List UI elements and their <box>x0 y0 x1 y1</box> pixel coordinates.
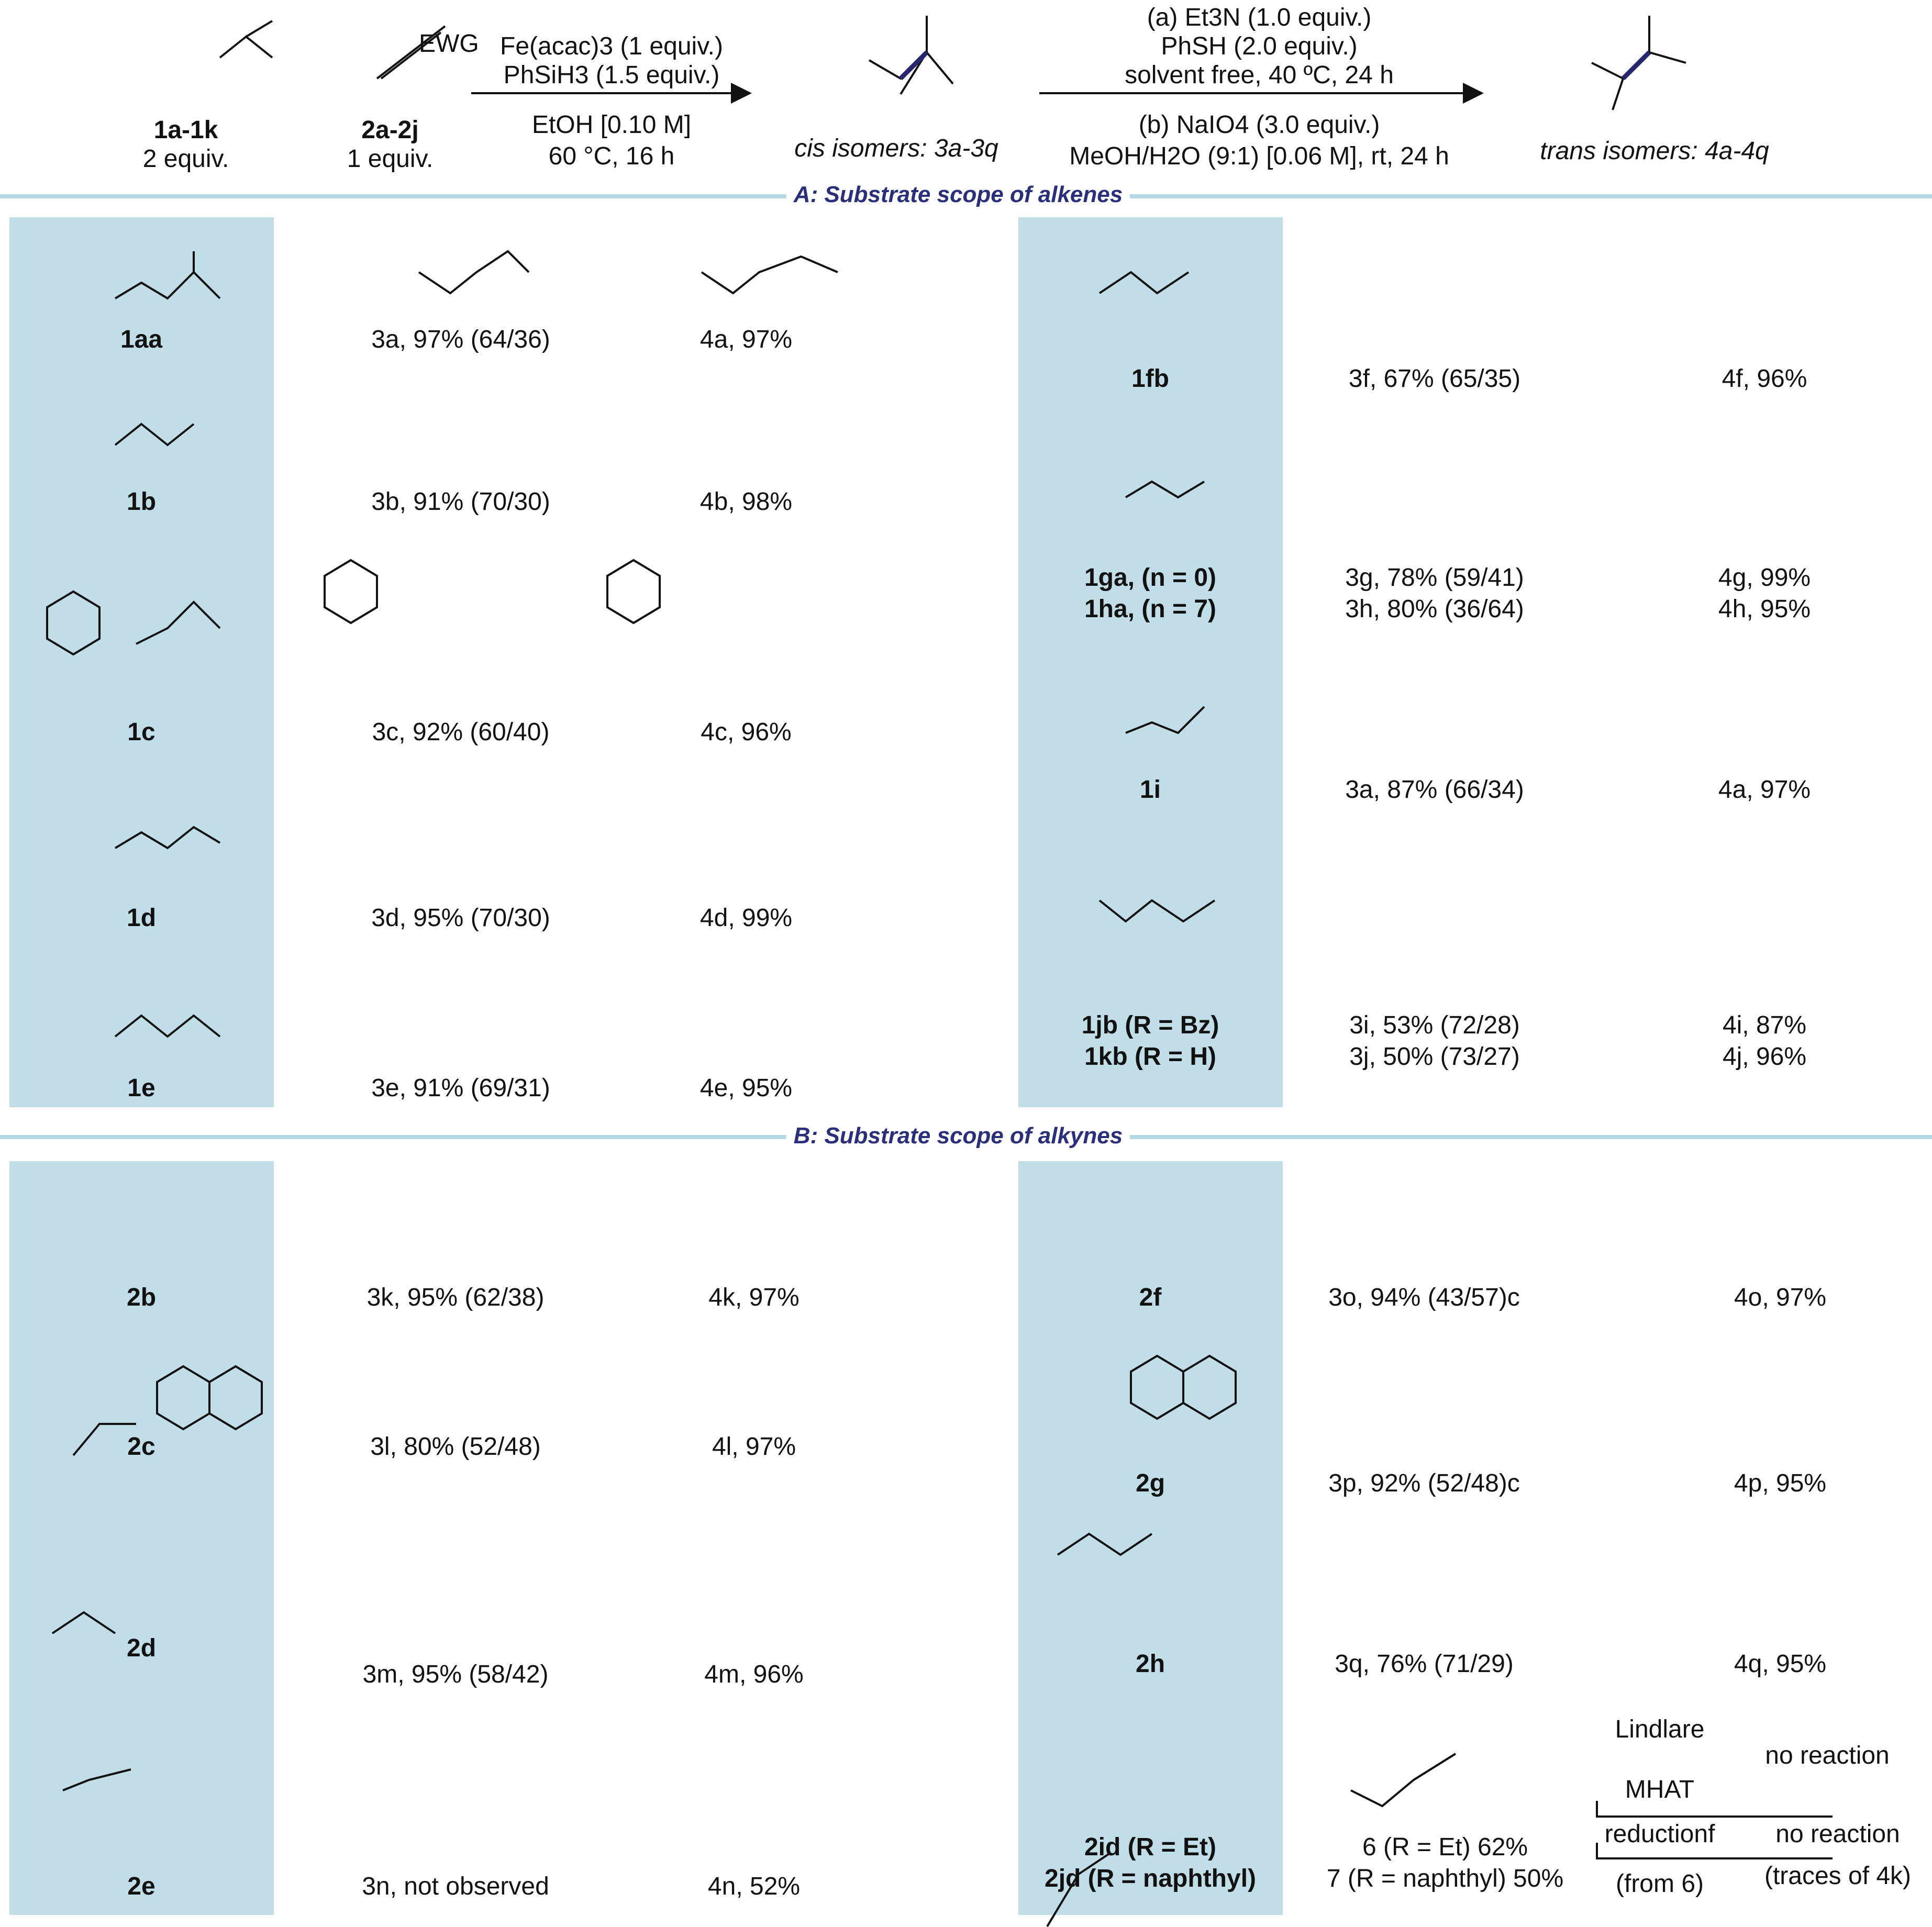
product-6-yield: 6 (R = Et) 62% <box>1362 1833 1528 1861</box>
alkene-substrate-label: 1b <box>126 488 157 516</box>
alkene-trans-yield: 4b, 98% <box>699 488 793 516</box>
alkene-trans-yield: 4e, 95% <box>699 1074 793 1102</box>
no-reaction-label-2: no reaction <box>1775 1820 1900 1848</box>
alkene-trans-yield-2: 4j, 96% <box>1722 1043 1807 1071</box>
alkyne-substrate-label: 2id (R = Et) <box>1084 1833 1217 1861</box>
alkyne-trans-yield: 4q, 95% <box>1734 1650 1827 1678</box>
trans-isomers-label: trans isomers: 4a-4q <box>1540 137 1769 165</box>
alkyne-substrate-label: 2g <box>1135 1469 1165 1497</box>
alkyne-trans-yield: 4n, 52% <box>707 1873 801 1900</box>
alkyne-skeletons <box>51 1423 1833 1927</box>
alkyne-cis-yield: 3n, not observed <box>362 1873 549 1900</box>
alkene-substrate-label: 1ga, (n = 0) <box>1084 564 1217 592</box>
reagent-left-label: 1a-1k <box>153 116 218 144</box>
alkene-substrate-label: 1e <box>127 1074 156 1102</box>
alkyne-trans-yield: 4o, 97% <box>1734 1284 1827 1311</box>
condition-1d: 60 °C, 16 h <box>548 142 675 170</box>
mhat-reduction: reductionf <box>1604 1820 1715 1848</box>
alkyne-cis-yield: 3o, 94% (43/57)c <box>1328 1284 1520 1311</box>
alkene-trans-yield: 4g, 99% <box>1718 564 1811 592</box>
lindlar-condition: Lindlare <box>1615 1716 1705 1743</box>
alkene-cis-yield-2: 3j, 50% (73/27) <box>1349 1043 1520 1071</box>
reagent-mid-label: 2a-2j <box>361 116 419 144</box>
alkyne-cis-yield: 3q, 76% (71/29) <box>1335 1650 1514 1678</box>
highlighted-bonds <box>898 50 1651 81</box>
section-b-title: B: Substrate scope of alkynes <box>786 1124 1130 1148</box>
alkene-substrate-label: 1aa <box>120 326 163 353</box>
section-a-title: A: Substrate scope of alkenes <box>786 183 1130 206</box>
traces-label: (traces of 4k) <box>1764 1862 1912 1890</box>
ewg-label: EWG <box>419 30 479 58</box>
alkyne-cis-yield: 3k, 95% (62/38) <box>367 1284 545 1311</box>
alkene-cis-yield-2: 3h, 80% (36/64) <box>1345 595 1524 623</box>
alkene-substrate-label: 1c <box>127 718 156 746</box>
alkene-substrate-label-2: 1kb (R = H) <box>1084 1043 1217 1071</box>
alkyne-trans-yield: 4m, 96% <box>704 1661 804 1688</box>
alkyne-substrate-label: 2f <box>1139 1284 1162 1311</box>
alkyne-substrate-label: 2e <box>127 1873 156 1900</box>
alkene-substrate-label: 1fb <box>1131 365 1169 393</box>
alkyne-cis-yield: 3l, 80% (52/48) <box>370 1433 541 1461</box>
alkyne-trans-yield: 4l, 97% <box>712 1433 796 1461</box>
no-reaction-label: no reaction <box>1765 1742 1890 1769</box>
ring-systems <box>46 559 1237 1431</box>
alkyne-substrate-label: 2d <box>126 1634 157 1662</box>
alkyne-trans-yield: 4k, 97% <box>708 1284 800 1311</box>
alkyne-substrate-label-2: 2jd (R = naphthyl) <box>1044 1865 1257 1892</box>
cis-isomers-label: cis isomers: 3a-3q <box>794 135 998 162</box>
alkene-cis-yield: 3a, 87% (66/34) <box>1345 776 1524 804</box>
condition-1a: Fe(acac)3 (1 equiv.) <box>500 32 723 60</box>
alkyne-cis-yield: 3m, 95% (58/42) <box>362 1661 549 1688</box>
condition-1c: EtOH [0.10 M] <box>531 111 692 139</box>
alkene-trans-yield: 4i, 87% <box>1722 1011 1807 1039</box>
alkyne-substrate-label: 2b <box>126 1284 157 1311</box>
alkene-trans-yield-2: 4h, 95% <box>1718 595 1811 623</box>
alkene-cis-yield: 3g, 78% (59/41) <box>1345 564 1524 592</box>
reagent-mid-sub: 1 equiv. <box>347 145 434 173</box>
condition-2c: solvent free, 40 ºC, 24 h <box>1125 61 1394 89</box>
alkene-skeletons <box>114 250 1216 1038</box>
condition-2d: (b) NaIO4 (3.0 equiv.) <box>1138 111 1380 139</box>
condition-1b: PhSiH3 (1.5 equiv.) <box>503 61 720 89</box>
alkene-trans-yield: 4f, 96% <box>1722 365 1807 393</box>
alkene-substrate-label: 1jb (R = Bz) <box>1081 1011 1219 1039</box>
alkene-trans-yield: 4a, 97% <box>699 326 793 353</box>
alkyne-trans-yield: 4p, 95% <box>1734 1469 1827 1497</box>
alkene-cis-yield: 3d, 95% (70/30) <box>371 904 550 932</box>
alkene-substrate-label: 1i <box>1139 776 1161 804</box>
mhat-source: (from 6) <box>1616 1870 1704 1898</box>
condition-2a: (a) Et3N (1.0 equiv.) <box>1147 4 1372 31</box>
condition-2b: PhSH (2.0 equiv.) <box>1161 32 1358 60</box>
alkene-trans-yield: 4c, 96% <box>701 718 792 746</box>
alkyne-substrate-label: 2c <box>127 1433 156 1461</box>
alkene-cis-yield: 3f, 67% (65/35) <box>1348 365 1521 393</box>
alkene-trans-yield: 4d, 99% <box>699 904 793 932</box>
alkene-cis-yield: 3i, 53% (72/28) <box>1349 1011 1520 1039</box>
section-panels <box>9 217 1283 1915</box>
condition-2e: MeOH/H2O (9:1) [0.06 M], rt, 24 h <box>1069 142 1449 170</box>
alkyne-substrate-label: 2h <box>1135 1650 1165 1678</box>
alkyne-cis-yield: 3p, 92% (52/48)c <box>1328 1469 1520 1497</box>
alkene-substrate-label-2: 1ha, (n = 7) <box>1084 595 1217 623</box>
alkene-cis-yield: 3c, 92% (60/40) <box>372 718 550 746</box>
header-structures <box>219 16 1686 110</box>
reagent-left-sub: 2 equiv. <box>142 145 229 173</box>
alkene-substrate-label: 1d <box>126 904 157 932</box>
alkene-cis-yield: 3b, 91% (70/30) <box>371 488 550 516</box>
mhat-condition: MHAT <box>1625 1776 1695 1803</box>
alkene-cis-yield: 3e, 91% (69/31) <box>371 1074 550 1102</box>
alkene-cis-yield: 3a, 97% (64/36) <box>371 326 550 353</box>
product-7-yield: 7 (R = naphthyl) 50% <box>1326 1865 1564 1892</box>
alkene-trans-yield: 4a, 97% <box>1718 776 1811 804</box>
